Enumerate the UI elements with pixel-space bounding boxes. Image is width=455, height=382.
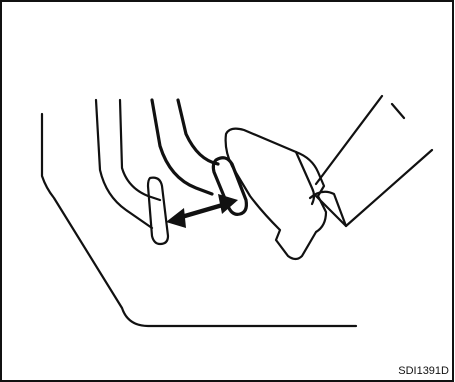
arrow-head-right [218,194,238,214]
arrow-head-left [166,208,186,228]
distance-arrow [166,194,238,228]
trouser-leg [316,96,432,226]
floor-outline [42,114,356,326]
figure-code: SDI1391D [398,365,449,377]
brake-pedal-arm-outer [96,100,152,228]
shoe-outline [226,129,326,259]
brake-pedal-pad [148,178,168,244]
accelerator-pedal-arm-inner [178,100,218,164]
